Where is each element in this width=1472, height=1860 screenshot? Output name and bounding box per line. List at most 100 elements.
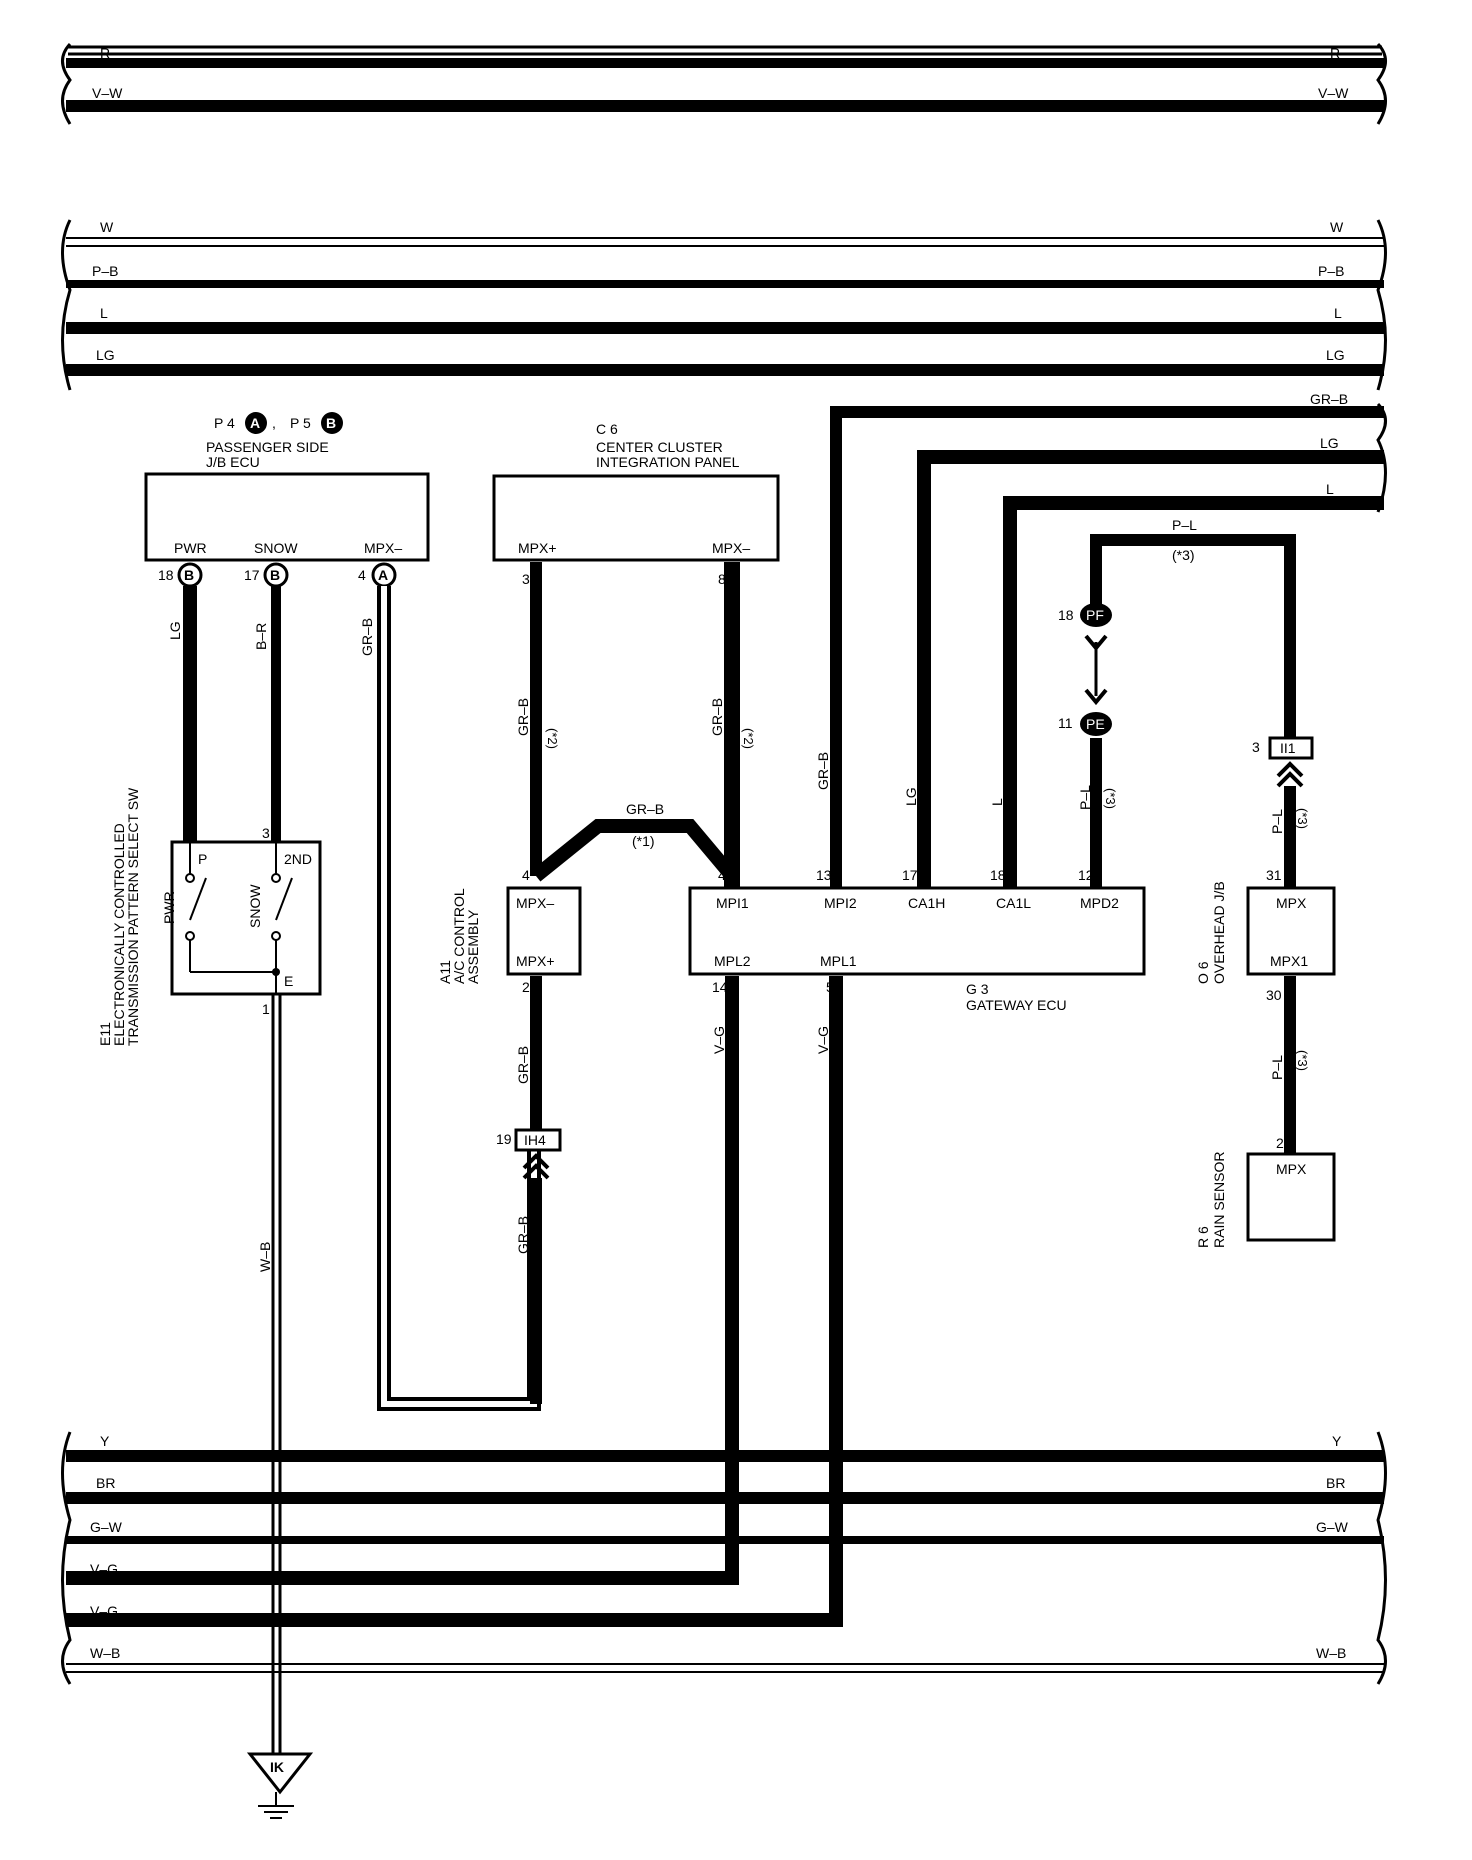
cluster-pin-8: 8 bbox=[718, 571, 726, 587]
jb-name1: PASSENGER SIDE bbox=[206, 439, 329, 455]
wire-ground-wb: W–B bbox=[257, 1242, 273, 1272]
wire-cluster-note-1: (*2) bbox=[545, 728, 560, 749]
rain-name: RAIN SENSOR bbox=[1211, 1152, 1227, 1248]
wire-top-r-right: R bbox=[1330, 45, 1340, 61]
gw-pin-13: 13 bbox=[816, 867, 832, 883]
wire-mid-pb-left: P–B bbox=[92, 263, 118, 279]
switch-pin-6: 6 bbox=[184, 825, 192, 841]
wire-mid-l-left: L bbox=[100, 305, 108, 321]
ovh-pin-31: 31 bbox=[1266, 867, 1282, 883]
harness-top: R R V–W V–W bbox=[61, 42, 1387, 125]
jb-pin-17-conn: B bbox=[270, 567, 280, 583]
ovh-pin-30: 30 bbox=[1266, 987, 1282, 1003]
ac-pin-mpxm: MPX– bbox=[516, 895, 554, 911]
gw-pin-4: 4 bbox=[718, 867, 726, 883]
ii1-num: 3 bbox=[1252, 739, 1260, 755]
gateway-ecu: 4 MPI1 13 MPI2 17 CA1H 18 CA1L 12 MPD2 M… bbox=[66, 752, 1146, 1627]
ii1-id: II1 bbox=[1280, 740, 1296, 756]
jb-pin-18-conn: B bbox=[184, 567, 194, 583]
jb-pin-mpx: MPX– bbox=[364, 540, 402, 556]
wire-mid-l-right: L bbox=[1334, 305, 1342, 321]
wire-cluster-grb-1: GR–B bbox=[515, 698, 531, 736]
wire-bot-br-left: BR bbox=[96, 1475, 115, 1491]
jb-to-switch-wires: LG B–R GR–B bbox=[167, 586, 541, 1411]
cluster-code: C 6 bbox=[596, 421, 618, 437]
wire-gw-vg-1: V–G bbox=[711, 1026, 727, 1054]
gw-pin-12: 12 bbox=[1078, 867, 1094, 883]
wire-gw-lg: LG bbox=[903, 787, 919, 806]
gw-name: GATEWAY ECU bbox=[966, 997, 1067, 1013]
bridge-note: (*1) bbox=[632, 833, 655, 849]
gw-pin-14: 14 bbox=[712, 979, 728, 995]
ovh-wire-top: P–L bbox=[1269, 809, 1285, 834]
harness-bottom: Y Y BR BR G–W G–W V–G V–G W–B W–B bbox=[61, 1431, 1387, 1685]
pe-num: 11 bbox=[1058, 715, 1073, 731]
rain-code: R 6 bbox=[1195, 1226, 1211, 1248]
switch-pin-1: 1 bbox=[262, 1001, 270, 1017]
ovh-code: O 6 bbox=[1195, 961, 1211, 984]
wire-gw-vg-2: V–G bbox=[815, 1026, 831, 1054]
wire-mid-pb-right: P–B bbox=[1318, 263, 1344, 279]
pf-num: 18 bbox=[1058, 607, 1074, 623]
cluster-pin-mpxm: MPX– bbox=[712, 540, 750, 556]
wire-jb-lg: LG bbox=[167, 621, 183, 640]
cluster-name1: CENTER CLUSTER bbox=[596, 439, 723, 455]
wire-bot-wb-left: W–B bbox=[90, 1645, 120, 1661]
transmission-select-switch: 6 3 P 2ND PWR SNOW E 1 E11 ELECTRONICALL… bbox=[97, 787, 322, 1046]
ground-ik: IK bbox=[270, 1759, 284, 1775]
wire-cluster-grb-2: GR–B bbox=[709, 698, 725, 736]
jb-conn-b: B bbox=[326, 415, 336, 431]
jb-pin-snow: SNOW bbox=[254, 540, 298, 556]
jb-comma: , bbox=[272, 415, 276, 431]
gw-code: G 3 bbox=[966, 981, 989, 997]
wire-gw-l: L bbox=[989, 798, 1005, 806]
wire-bot-gw-left: G–W bbox=[90, 1519, 123, 1535]
jb-code-p4: P 4 bbox=[214, 415, 235, 431]
ih4-num: 19 bbox=[496, 1131, 512, 1147]
passenger-jb-ecu: P 4 A , P 5 B PASSENGER SIDE J/B ECU PWR… bbox=[144, 412, 430, 588]
ac-pin-2: 2 bbox=[522, 979, 530, 995]
jb-code-p5: P 5 bbox=[290, 415, 311, 431]
ac-pin-4: 4 bbox=[522, 867, 530, 883]
pl-top-label: P–L bbox=[1172, 517, 1197, 533]
wire-jb-br: B–R bbox=[253, 623, 269, 650]
wire-mid-w-left: W bbox=[100, 219, 114, 235]
wire-jb-grb: GR–B bbox=[359, 618, 375, 656]
harness-right: GR–B LG L bbox=[830, 391, 1387, 888]
jb-pin-pwr: PWR bbox=[174, 540, 207, 556]
wire-bot-wb-right: W–B bbox=[1316, 1645, 1346, 1661]
ac-control-assembly: 4 MPX– MPX+ 2 A11 A/C CONTROL ASSEMBLY G… bbox=[437, 867, 582, 1404]
center-cluster-panel: C 6 CENTER CLUSTER INTEGRATION PANEL MPX… bbox=[492, 421, 780, 888]
gw-pin-mpl2: MPL2 bbox=[714, 953, 751, 969]
wire-gw-grb: GR–B bbox=[815, 752, 831, 790]
wire-ac-grb-lower: GR–B bbox=[515, 1216, 531, 1254]
wire-mid-lg-left: LG bbox=[96, 347, 115, 363]
switch-name2: TRANSMISSION PATTERN SELECT SW bbox=[125, 787, 141, 1046]
jb-name2: J/B ECU bbox=[206, 454, 260, 470]
ac-pin-mpxp: MPX+ bbox=[516, 953, 555, 969]
wire-top-vw-right: V–W bbox=[1318, 85, 1349, 101]
wire-ac-grb-upper: GR–B bbox=[515, 1046, 531, 1084]
wire-bot-vg1-left: V–G bbox=[90, 1561, 118, 1577]
wire-mid-w-right: W bbox=[1330, 219, 1344, 235]
wire-bot-br-right: BR bbox=[1326, 1475, 1345, 1491]
switch-name1: ELECTRONICALLY CONTROLLED bbox=[111, 823, 127, 1046]
pl-wire-connectors: P–L (*3) 18 PF 11 PE bbox=[1058, 517, 1296, 888]
bridge-label: GR–B bbox=[626, 801, 664, 817]
wire-right-grb: GR–B bbox=[1310, 391, 1348, 407]
ovh-name: OVERHEAD J/B bbox=[1211, 881, 1227, 984]
cluster-pin-3: 3 bbox=[522, 571, 530, 587]
ovh-wire-bot-note: (*3) bbox=[1295, 1050, 1310, 1071]
gw-pin-ca1l: CA1L bbox=[996, 895, 1031, 911]
gw-pin-17: 17 bbox=[902, 867, 918, 883]
cluster-name2: INTEGRATION PANEL bbox=[596, 454, 740, 470]
pe-id: PE bbox=[1086, 716, 1105, 732]
switch-label-2nd: 2ND bbox=[284, 851, 312, 867]
rain-pin-mpx: MPX bbox=[1276, 1161, 1307, 1177]
wire-gw-pl: P–L bbox=[1077, 785, 1093, 810]
pl-top-note: (*3) bbox=[1172, 547, 1195, 563]
wire-right-lg: LG bbox=[1320, 435, 1339, 451]
switch-code: E11 bbox=[97, 1022, 113, 1046]
ground-wire: W–B IK bbox=[246, 994, 314, 1819]
